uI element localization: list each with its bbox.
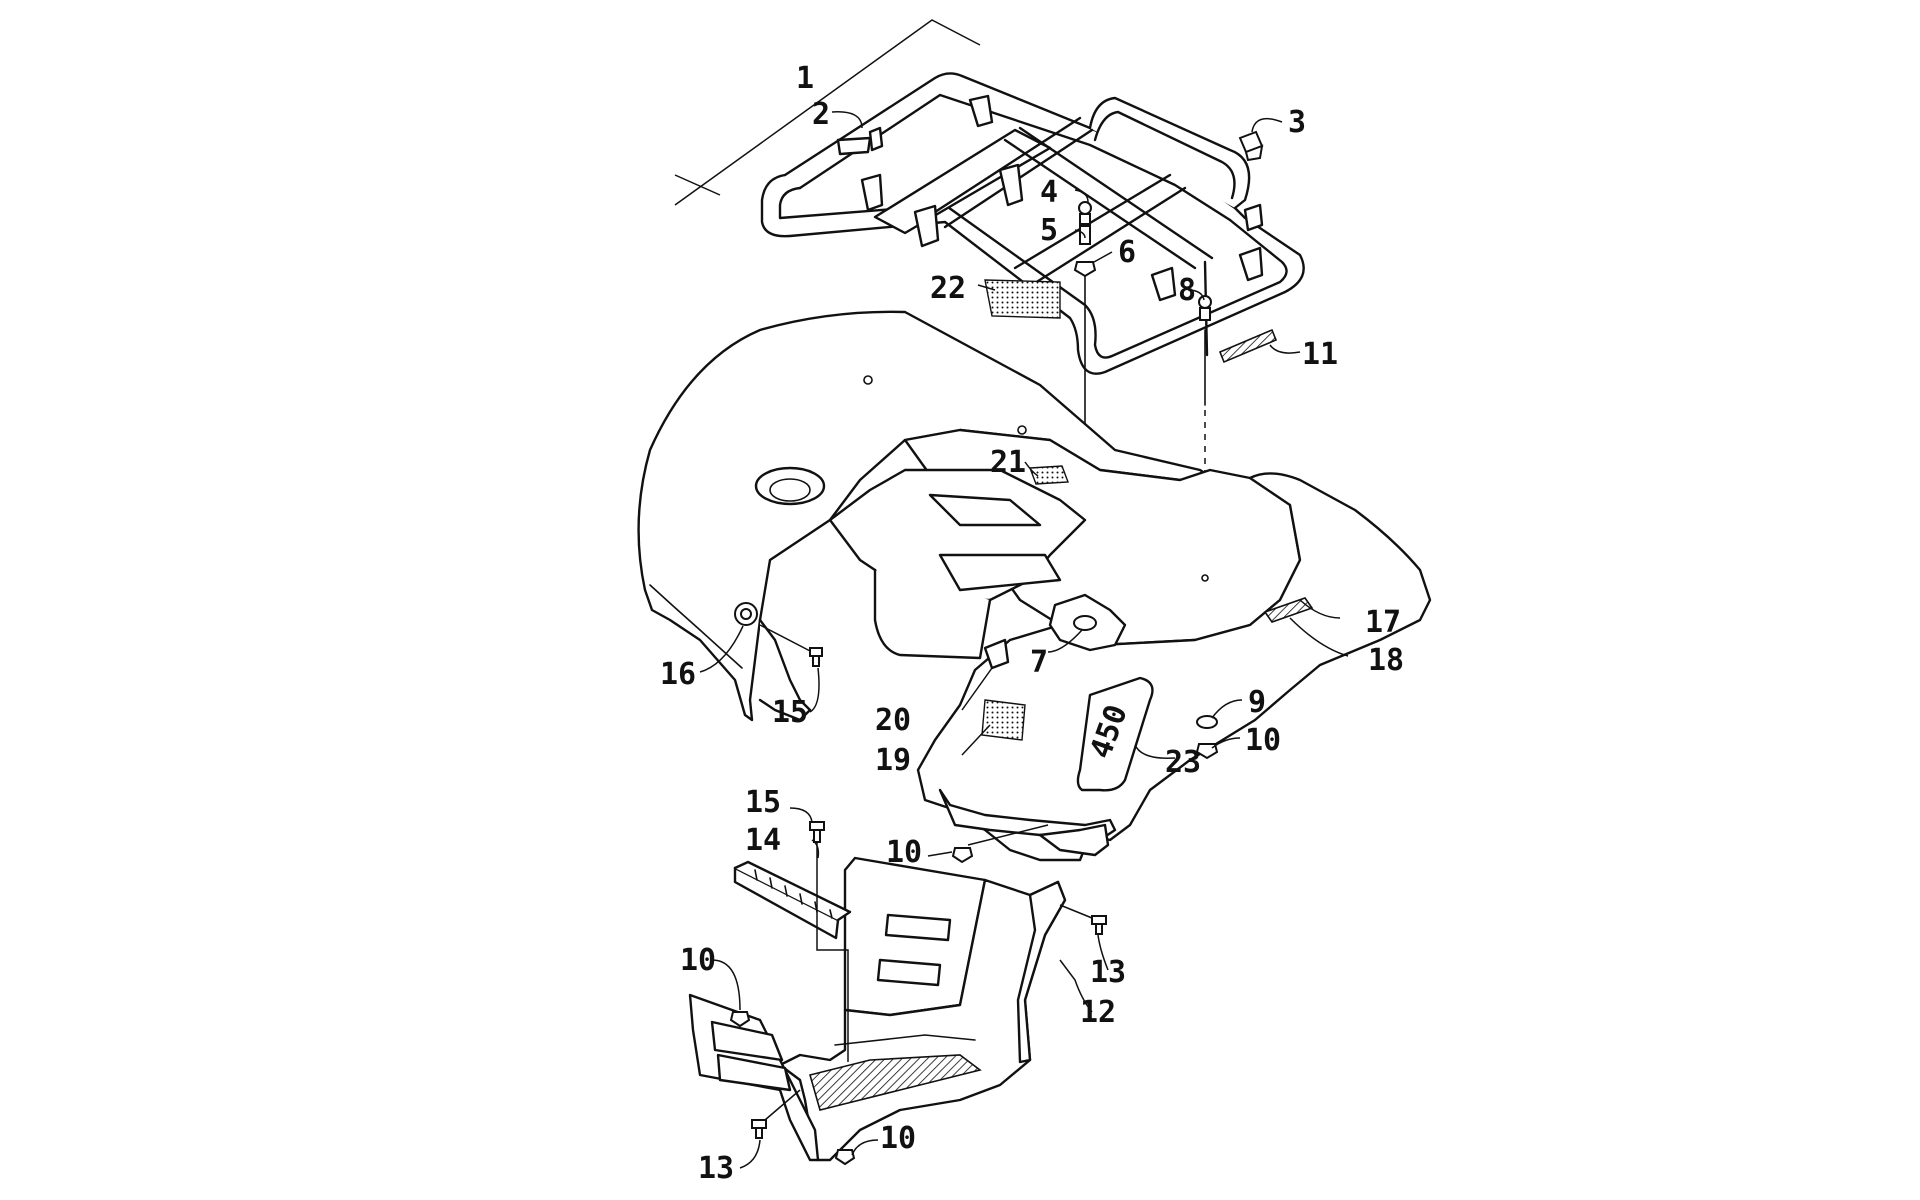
callout-19: 19 xyxy=(875,743,911,778)
leader-lines xyxy=(699,111,1349,1169)
nut-part-10-bottom xyxy=(834,1149,856,1166)
nut-part-10-top xyxy=(951,824,1049,864)
callout-3: 3 xyxy=(1288,105,1306,140)
plug-part-16 xyxy=(734,602,758,626)
callout-1: 1 xyxy=(796,61,814,96)
screw-part-15-lower xyxy=(809,821,849,1062)
decal-part-19 xyxy=(981,699,1026,741)
callout-5: 5 xyxy=(1040,213,1058,248)
callout-10c: 10 xyxy=(680,943,716,978)
callout-13a: 13 xyxy=(1090,955,1126,990)
callout-8: 8 xyxy=(1178,273,1196,308)
rear-fender xyxy=(637,310,1432,862)
callout-4: 4 xyxy=(1040,175,1058,210)
decal-part-18 xyxy=(1263,597,1314,623)
callout-10b: 10 xyxy=(886,835,922,870)
screw-part-13-left xyxy=(751,1089,801,1139)
model-decal-part-23: 450 xyxy=(1076,676,1154,792)
fender-recess xyxy=(754,466,826,506)
callout-16: 16 xyxy=(660,657,696,692)
screw-part-15-upper xyxy=(759,624,823,667)
bolt-part-8 xyxy=(1198,295,1212,321)
washer-part-9 xyxy=(1196,715,1218,729)
callout-11: 11 xyxy=(1302,337,1338,372)
callout-7: 7 xyxy=(1030,645,1048,680)
callout-12: 12 xyxy=(1080,995,1116,1030)
callout-15b: 15 xyxy=(745,785,781,820)
callout-2: 2 xyxy=(812,97,830,132)
step-plate-part-14 xyxy=(733,860,852,940)
callout-20: 20 xyxy=(875,703,911,738)
callout-18: 18 xyxy=(1368,643,1404,678)
callout-23: 23 xyxy=(1165,745,1201,780)
callout-21: 21 xyxy=(990,445,1026,480)
rear-rack xyxy=(674,19,1305,375)
callout-labels: 1 2 3 4 5 6 8 22 11 21 17 18 7 16 15 20 … xyxy=(660,61,1404,1186)
callout-15a: 15 xyxy=(772,695,808,730)
decal-part-21 xyxy=(1029,465,1069,485)
nut-part-10-left xyxy=(729,1011,751,1028)
callout-14: 14 xyxy=(745,823,781,858)
footwell-panel xyxy=(688,856,1067,1162)
decal-part-22 xyxy=(984,279,1061,319)
callout-9: 9 xyxy=(1248,685,1266,720)
screw-part-13-right xyxy=(1059,904,1107,935)
callout-6: 6 xyxy=(1118,235,1136,270)
callout-22: 22 xyxy=(930,271,966,306)
grommet-part-7 xyxy=(1048,593,1127,652)
reflector-part-20 xyxy=(983,638,1010,670)
callout-17: 17 xyxy=(1365,605,1401,640)
callout-13b: 13 xyxy=(698,1151,734,1186)
callout-10a: 10 xyxy=(1245,723,1281,758)
callout-10d: 10 xyxy=(880,1121,916,1156)
clip-part-3 xyxy=(1238,130,1264,162)
